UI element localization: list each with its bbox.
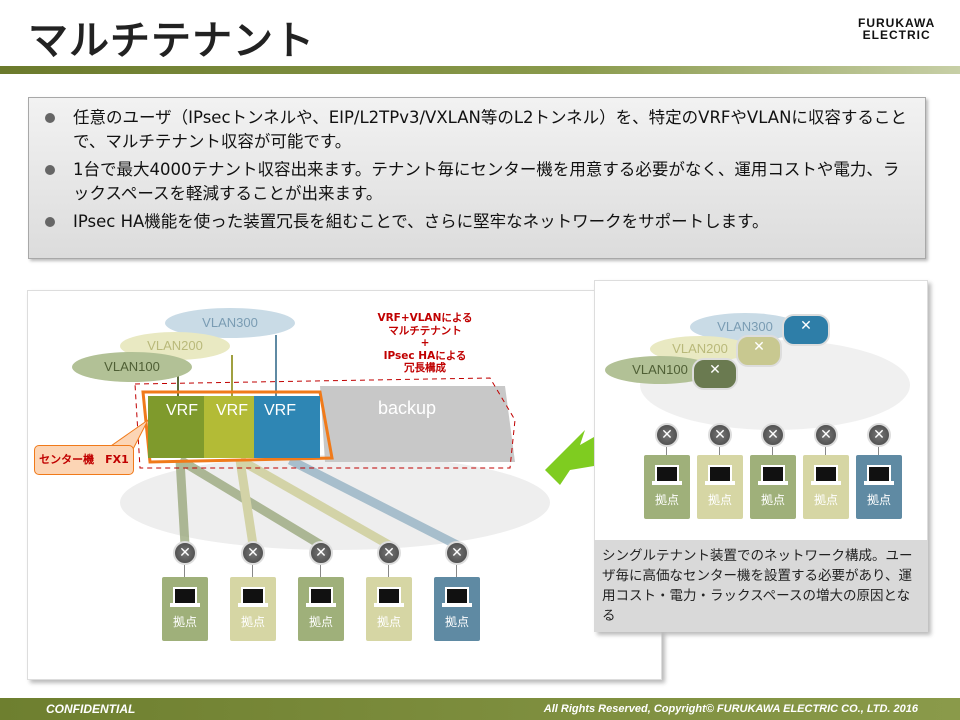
note-line: 冗長構成: [404, 362, 446, 374]
laptop-base: [442, 603, 472, 607]
site-label: 拠点: [654, 493, 679, 507]
link-line: [772, 447, 773, 455]
router-icon: ✕: [782, 314, 830, 346]
site-box: 拠点: [644, 455, 690, 519]
link-line: [666, 447, 667, 455]
router-icon: ✕: [761, 423, 785, 447]
laptop-icon: [173, 587, 197, 603]
bullet-item: 任意のユーザ（IPsecトンネルや、EIP/L2TPv3/VXLAN等のL2トン…: [45, 106, 915, 154]
laptop-icon: [309, 587, 333, 603]
link-line: [825, 447, 826, 455]
router-icon: ✕: [655, 423, 679, 447]
page-title: マルチテナント: [28, 18, 315, 64]
copyright: All Rights Reserved, Copyright© FURUKAWA…: [543, 703, 918, 715]
link-line: [878, 447, 879, 455]
site-box: 拠点: [697, 455, 743, 519]
router-icon: ✕: [445, 541, 469, 565]
site-label: 拠点: [308, 615, 333, 629]
bullet-text: 任意のユーザ（IPsecトンネルや、EIP/L2TPv3/VXLAN等のL2トン…: [73, 108, 907, 151]
site-box: 拠点: [803, 455, 849, 519]
redundancy-note: VRF+VLANによるマルチテナント+IPsec HAによる冗長構成: [360, 312, 490, 375]
site-label: 拠点: [813, 493, 838, 507]
site-box: 拠点: [366, 577, 412, 641]
bullet-text: 1台で最大4000テナント収容出来ます。テナント毎にセンター機を用意する必要がな…: [73, 160, 900, 203]
site-label: 拠点: [376, 615, 401, 629]
bullet-box: 任意のユーザ（IPsecトンネルや、EIP/L2TPv3/VXLAN等のL2トン…: [28, 97, 926, 259]
logo-line1: FURUKAWA: [858, 16, 936, 30]
site-label: 拠点: [707, 493, 732, 507]
router-icon: ✕: [814, 423, 838, 447]
site-box: 拠点: [750, 455, 796, 519]
link-line: [184, 565, 185, 577]
router-icon: ✕: [309, 541, 333, 565]
backup-device-label: backup: [378, 398, 437, 418]
router-icon: ✕: [736, 335, 782, 367]
laptop-icon: [445, 587, 469, 603]
link-line: [320, 565, 321, 577]
site-box: 拠点: [856, 455, 902, 519]
vrf-block: VRF: [254, 396, 320, 458]
footer: CONFIDENTIAL All Rights Reserved, Copyri…: [0, 698, 960, 720]
note-line: IPsec HAによる: [383, 349, 467, 362]
laptop-base: [238, 603, 268, 607]
site-box: 拠点: [162, 577, 208, 641]
title-divider: [0, 66, 960, 74]
bullet-icon: [45, 165, 55, 175]
laptop-base: [306, 603, 336, 607]
site-label: 拠点: [866, 493, 891, 507]
laptop-icon: [814, 465, 838, 481]
note-line: VRF+VLANによる: [377, 312, 473, 324]
vrf-block: VRF: [148, 396, 204, 458]
note-line: +: [420, 337, 430, 349]
bullet-icon: [45, 217, 55, 227]
laptop-icon: [377, 587, 401, 603]
router-icon: ✕: [377, 541, 401, 565]
bullet-item: IPsec HA機能を使った装置冗長を組むことで、さらに堅牢なネットワークをサポ…: [45, 210, 915, 234]
laptop-base: [652, 481, 682, 485]
site-label: 拠点: [444, 615, 469, 629]
router-icon: ✕: [692, 358, 738, 390]
site-box: 拠点: [434, 577, 480, 641]
site-label: 拠点: [760, 493, 785, 507]
laptop-base: [705, 481, 735, 485]
laptop-icon: [867, 465, 891, 481]
caption: シングルテナント装置でのネットワーク構成。ユーザ毎に高価なセンター機を設置する必…: [594, 540, 928, 632]
laptop-base: [864, 481, 894, 485]
laptop-icon: [761, 465, 785, 481]
router-icon: ✕: [708, 423, 732, 447]
router-icon: ✕: [173, 541, 197, 565]
laptop-icon: [655, 465, 679, 481]
bullet-item: 1台で最大4000テナント収容出来ます。テナント毎にセンター機を用意する必要がな…: [45, 158, 915, 206]
site-box: 拠点: [230, 577, 276, 641]
site-label: 拠点: [240, 615, 265, 629]
laptop-base: [374, 603, 404, 607]
link-line: [456, 565, 457, 577]
router-icon: ✕: [867, 423, 891, 447]
logo-line2: ELECTRIC: [862, 28, 931, 42]
laptop-icon: [241, 587, 265, 603]
site-label: 拠点: [172, 615, 197, 629]
center-device-callout: センター機 FX1: [34, 445, 134, 475]
laptop-base: [170, 603, 200, 607]
link-line: [252, 565, 253, 577]
note-line: マルチテナント: [388, 324, 462, 337]
laptop-base: [758, 481, 788, 485]
vrf-block: VRF: [204, 396, 254, 458]
laptop-icon: [708, 465, 732, 481]
link-line: [388, 565, 389, 577]
confidential-label: CONFIDENTIAL: [46, 702, 136, 716]
link-line: [719, 447, 720, 455]
bullet-text: IPsec HA機能を使った装置冗長を組むことで、さらに堅牢なネットワークをサポ…: [73, 212, 769, 231]
router-icon: ✕: [241, 541, 265, 565]
laptop-base: [811, 481, 841, 485]
site-box: 拠点: [298, 577, 344, 641]
bullet-icon: [45, 113, 55, 123]
vlan100-cloud: VLAN100: [72, 352, 192, 382]
